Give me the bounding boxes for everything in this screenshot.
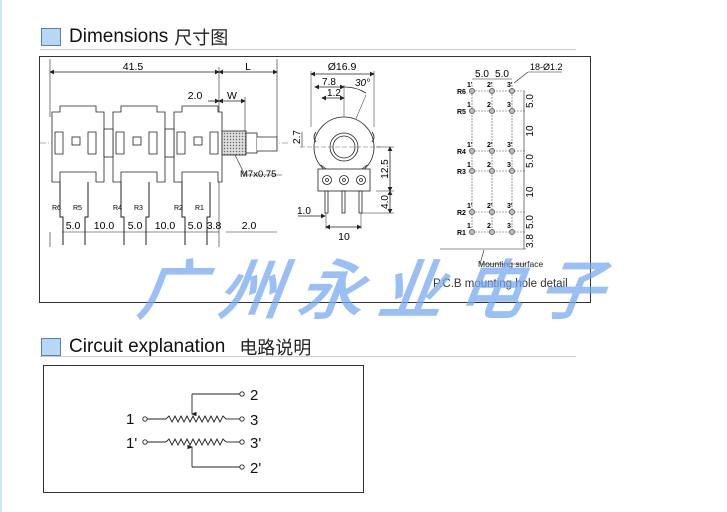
pcb-pin: 1 bbox=[467, 162, 471, 169]
pcb-row-r5: R5 bbox=[457, 109, 466, 116]
dim-bushing-gap: 2.0 bbox=[188, 90, 203, 102]
dim-shaft-length: L bbox=[245, 61, 251, 73]
terminal-3-prime: 3' bbox=[250, 435, 261, 452]
front-diameter: Ø16.9 bbox=[328, 61, 357, 73]
pcb-row-r3: R3 bbox=[457, 169, 466, 176]
pcb-pin: 1' bbox=[467, 82, 473, 89]
pin-label-r3: R3 bbox=[134, 205, 143, 212]
circuit-divider bbox=[40, 356, 576, 357]
pcb-pin: 3 bbox=[507, 223, 511, 230]
pcb-pin: 3 bbox=[507, 102, 511, 109]
front-offset-b: 1.2 bbox=[327, 88, 341, 99]
pin-label-r1: R1 bbox=[195, 205, 204, 212]
pcb-pin: 1 bbox=[467, 223, 471, 230]
pcb-caption: P.C.B mounting hole detail bbox=[433, 278, 568, 290]
dim-bottom-6: 3.8 bbox=[207, 220, 222, 232]
front-pin-spacing: 10 bbox=[338, 231, 350, 243]
pin-label-r2: R2 bbox=[174, 205, 183, 212]
circuit-section-header: Circuit explanation 电路说明 bbox=[41, 334, 311, 360]
dimensions-drawing-svg: 41.5 L 2.0 W M7x0.75 R6 R5 R4 R3 R2 R1 5… bbox=[40, 59, 563, 265]
pcb-row-spacing-5: 5.0 bbox=[525, 215, 536, 229]
dimensions-divider bbox=[40, 49, 576, 50]
pcb-pin: 1 bbox=[467, 102, 471, 109]
terminal-1: 1 bbox=[126, 411, 134, 428]
page-left-border bbox=[0, 0, 2, 512]
pcb-row-spacing-4: 10 bbox=[525, 186, 536, 198]
front-view bbox=[298, 71, 394, 230]
dim-bottom-4: 10.0 bbox=[155, 220, 176, 232]
pcb-pin: 1' bbox=[467, 203, 473, 210]
pcb-col-spacing-2: 5.0 bbox=[495, 69, 509, 80]
front-center-height: 12.5 bbox=[380, 159, 391, 179]
pin-label-r5: R5 bbox=[73, 205, 82, 212]
pcb-row-r6: R6 bbox=[457, 89, 466, 96]
pin-label-r4: R4 bbox=[113, 205, 122, 212]
pcb-row-spacing-6: 3.8 bbox=[525, 234, 536, 248]
side-view bbox=[40, 59, 290, 247]
pcb-pin: 3' bbox=[507, 203, 513, 210]
circuit-title-zh: 电路说明 bbox=[239, 338, 312, 359]
pcb-pin: 2' bbox=[487, 82, 493, 89]
pcb-pin: 2 bbox=[487, 162, 491, 169]
pcb-row-r2: R2 bbox=[457, 210, 466, 217]
terminal-3: 3 bbox=[250, 412, 258, 429]
pcb-pin: 1' bbox=[467, 142, 473, 149]
front-tab-height: 2.7 bbox=[292, 130, 303, 144]
dim-overall: 41.5 bbox=[123, 61, 144, 73]
front-offset-a: 7.8 bbox=[322, 77, 336, 88]
pin-label-r6: R6 bbox=[52, 205, 61, 212]
pcb-row-spacing-1: 5.0 bbox=[525, 94, 536, 108]
pcb-row-spacing-3: 5.0 bbox=[525, 154, 536, 168]
pcb-row-r1: R1 bbox=[457, 230, 466, 237]
front-pin-width: 1.0 bbox=[297, 206, 311, 217]
pcb-pin: 2' bbox=[487, 142, 493, 149]
pcb-pin: 3' bbox=[507, 82, 513, 89]
pcb-pin: 3' bbox=[507, 142, 513, 149]
front-pin-length: 4.0 bbox=[380, 195, 391, 209]
circuit-svg: 1 2 3 1' 3' 2' bbox=[126, 387, 261, 477]
dim-bottom-3: 5.0 bbox=[128, 220, 143, 232]
dim-bottom-7: 2.0 bbox=[242, 220, 257, 232]
terminal-2: 2 bbox=[250, 387, 258, 404]
pcb-row-spacing-2: 10 bbox=[525, 125, 536, 137]
dimensions-section-header: Dimensions 尺寸图 bbox=[41, 24, 228, 50]
terminal-1-prime: 1' bbox=[126, 435, 137, 452]
circuit-diagram: 1 2 3 1' 3' 2' bbox=[43, 365, 364, 493]
pcb-pin: 2' bbox=[487, 203, 493, 210]
dim-bushing-width: W bbox=[227, 90, 237, 102]
dim-bottom-2: 10.0 bbox=[94, 220, 115, 232]
pcb-hole-spec: 18-Ø1.2 bbox=[530, 62, 563, 72]
pcb-row-r4: R4 bbox=[457, 149, 466, 156]
section-square-icon bbox=[41, 338, 61, 356]
pcb-grid bbox=[440, 71, 562, 265]
terminal-2-prime: 2' bbox=[250, 460, 261, 477]
thread-label: M7x0.75 bbox=[240, 169, 276, 180]
dim-bottom-5: 5.0 bbox=[188, 220, 203, 232]
dimensions-title-zh: 尺寸图 bbox=[174, 28, 229, 49]
section-square-icon bbox=[41, 28, 61, 46]
dim-bottom-1: 5.0 bbox=[66, 220, 81, 232]
circuit-title: Circuit explanation bbox=[69, 336, 226, 357]
dimensions-drawing: 41.5 L 2.0 W M7x0.75 R6 R5 R4 R3 R2 R1 5… bbox=[39, 56, 591, 303]
front-angle: 30° bbox=[355, 78, 370, 89]
pcb-pin: 2 bbox=[487, 102, 491, 109]
dimensions-title: Dimensions bbox=[69, 26, 169, 47]
pcb-pin: 2 bbox=[487, 223, 491, 230]
pcb-pin: 3 bbox=[507, 162, 511, 169]
mounting-surface-label: Mounting surface bbox=[478, 259, 544, 269]
pcb-col-spacing-1: 5.0 bbox=[475, 69, 489, 80]
